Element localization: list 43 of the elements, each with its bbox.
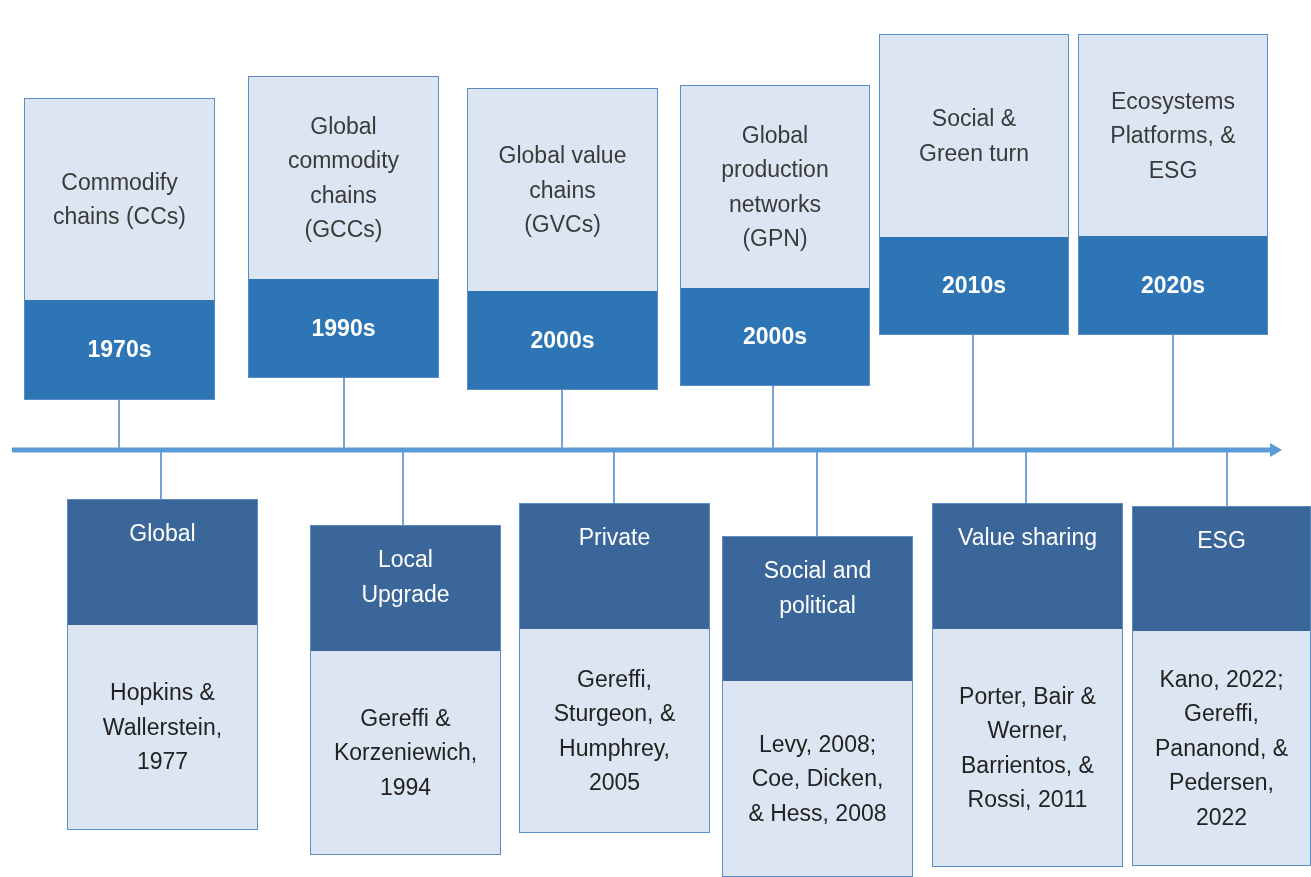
reference-text: Hopkins & Wallerstein, 1977 xyxy=(68,625,257,829)
connector-line xyxy=(343,377,345,451)
theme-title: ESG xyxy=(1133,507,1310,632)
timeline-card xyxy=(467,88,658,390)
timeline-card xyxy=(932,503,1123,867)
decade-label: 2020s xyxy=(1079,235,1267,334)
connector-line xyxy=(972,334,974,451)
connector-line xyxy=(561,389,563,451)
timeline-axis xyxy=(12,443,1282,457)
timeline-card xyxy=(310,525,501,855)
theme-title: Social and political xyxy=(723,537,912,682)
era-title: Social & Green turn xyxy=(880,35,1068,237)
timeline-card xyxy=(879,34,1069,335)
theme-title: Private xyxy=(520,504,709,630)
timeline-card xyxy=(519,503,710,833)
decade-label: 2000s xyxy=(681,287,869,385)
reference-text: Gereffi & Korzeniewich, 1994 xyxy=(311,651,500,854)
timeline-card xyxy=(67,499,258,830)
connector-line xyxy=(772,385,774,451)
timeline-card xyxy=(680,85,870,386)
connector-line xyxy=(1172,334,1174,451)
decade-label: 1990s xyxy=(249,278,438,377)
reference-text: Gereffi, Sturgeon, & Humphrey, 2005 xyxy=(520,629,709,832)
reference-text: Levy, 2008; Coe, Dicken, & Hess, 2008 xyxy=(723,681,912,876)
theme-title: Local Upgrade xyxy=(311,526,500,652)
era-title: Global value chains (GVCs) xyxy=(468,89,657,291)
timeline-card xyxy=(248,76,439,378)
decade-label: 2000s xyxy=(468,290,657,389)
timeline-card xyxy=(1132,506,1311,866)
era-title: Global commodity chains (GCCs) xyxy=(249,77,438,279)
era-title: Global production networks (GPN) xyxy=(681,86,869,288)
decade-label: 2010s xyxy=(880,236,1068,334)
theme-title: Value sharing xyxy=(933,504,1122,630)
timeline-card xyxy=(24,98,215,400)
theme-title: Global xyxy=(68,500,257,626)
era-title: Commodify chains (CCs) xyxy=(25,99,214,300)
timeline-card xyxy=(722,536,913,877)
era-title: Ecosystems Platforms, & ESG xyxy=(1079,35,1267,236)
connector-line xyxy=(118,399,120,451)
reference-text: Porter, Bair & Werner, Barrientos, & Rossi, 2011 xyxy=(933,629,1122,866)
reference-text: Kano, 2022; Gereffi, Pananond, & Pedersen, 2022 xyxy=(1133,631,1310,865)
timeline-card xyxy=(1078,34,1268,335)
decade-label: 1970s xyxy=(25,299,214,399)
